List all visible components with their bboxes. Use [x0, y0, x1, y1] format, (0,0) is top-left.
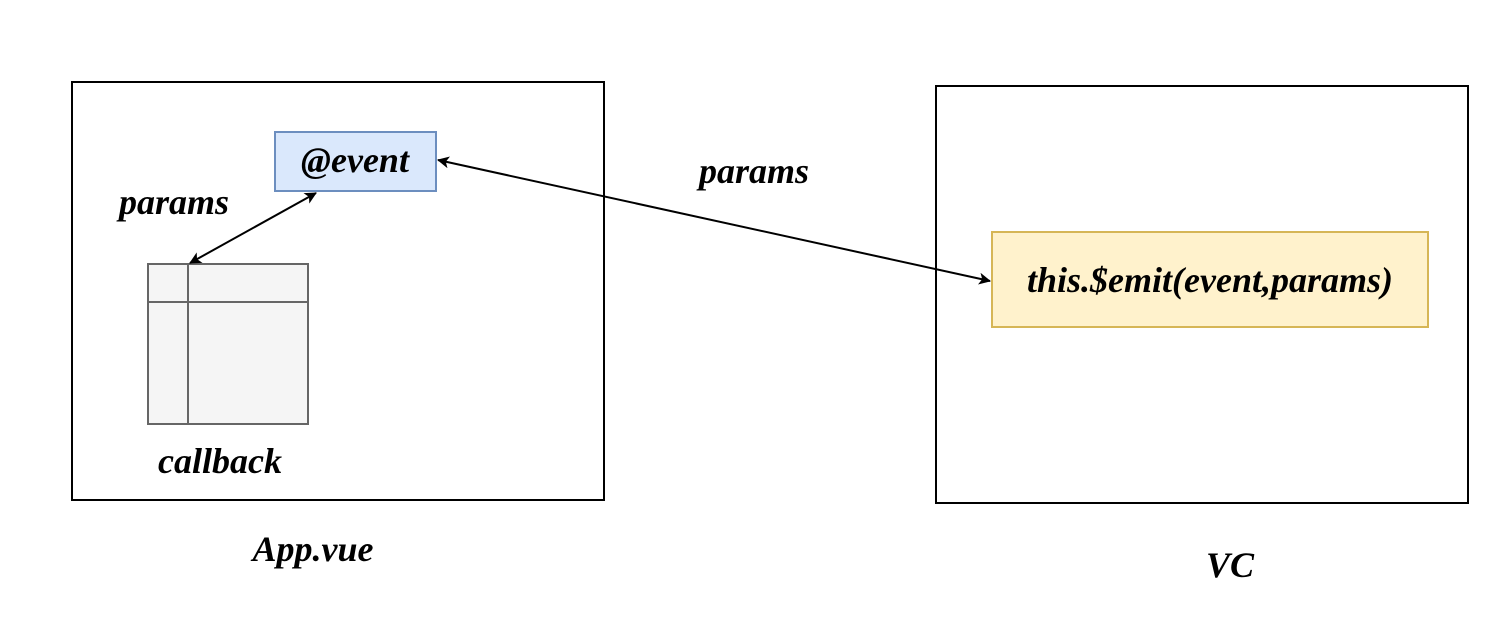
edge-event-emit-label: params — [696, 151, 809, 191]
callback-table-icon — [147, 263, 309, 425]
edge-event-callback-label: params — [116, 182, 229, 222]
event-node-label: @event — [301, 140, 410, 180]
app-vue-caption: App.vue — [251, 529, 374, 569]
edge-event-emit — [437, 156, 991, 285]
edge-event-callback — [189, 192, 317, 264]
vc-caption: VC — [1206, 545, 1255, 585]
emit-node-label: this.$emit(event,params) — [1027, 260, 1393, 300]
emit-node — [991, 231, 1429, 328]
callback-label: callback — [158, 441, 282, 481]
event-node — [274, 131, 437, 192]
